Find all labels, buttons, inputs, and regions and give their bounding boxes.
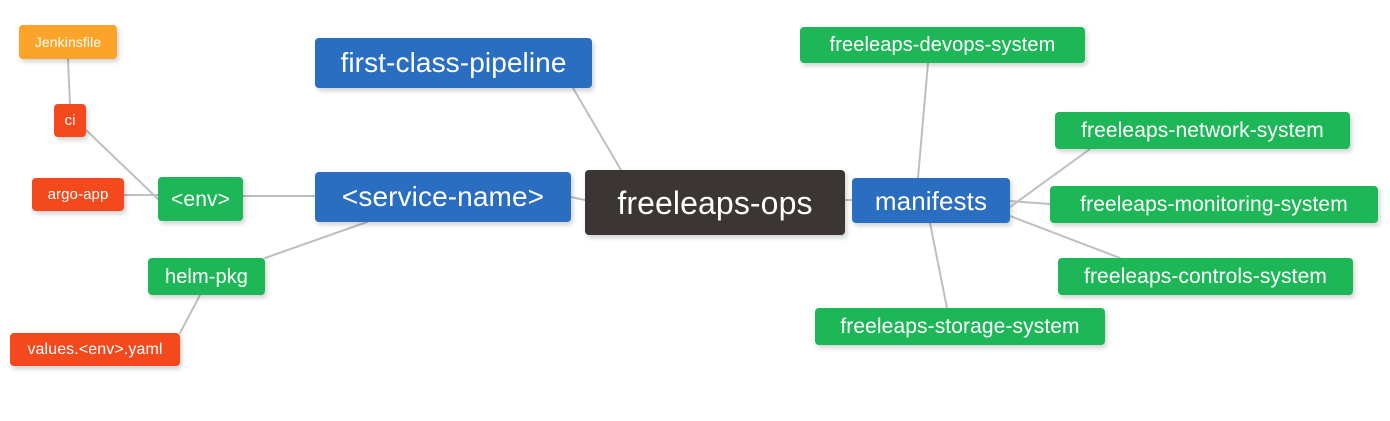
node-freeleaps-devops-system[interactable]: freeleaps-devops-system — [800, 27, 1085, 63]
node-jenkinsfile[interactable]: Jenkinsfile — [19, 25, 117, 59]
node-service-name[interactable]: <service-name> — [315, 172, 571, 222]
node-label-freeleaps-storage-system: freeleaps-storage-system — [840, 315, 1080, 338]
node-freeleaps-network-system[interactable]: freeleaps-network-system — [1055, 112, 1350, 149]
node-label-argo-app: argo-app — [47, 186, 109, 203]
node-label-helm-pkg: helm-pkg — [164, 265, 249, 288]
node-first-class-pipeline[interactable]: first-class-pipeline — [315, 38, 592, 88]
node-label-service-name: <service-name> — [341, 181, 545, 212]
node-freeleaps-controls-system[interactable]: freeleaps-controls-system — [1058, 258, 1353, 295]
node-label-freeleaps-monitoring-system: freeleaps-monitoring-system — [1080, 193, 1348, 216]
node-values-env-yaml[interactable]: values.<env>.yaml — [10, 333, 180, 366]
edge-helm-pkg-to-service-name — [264, 221, 368, 259]
edge-manifests-to-freeleaps-storage-system — [929, 222, 948, 309]
node-env[interactable]: <env> — [158, 177, 243, 221]
node-label-env: <env> — [171, 187, 230, 211]
node-label-freeleaps-ops: freeleaps-ops — [617, 184, 813, 221]
node-freeleaps-ops[interactable]: freeleaps-ops — [585, 170, 845, 235]
node-helm-pkg[interactable]: helm-pkg — [148, 258, 265, 295]
node-label-freeleaps-network-system: freeleaps-network-system — [1081, 119, 1324, 142]
node-argo-app[interactable]: argo-app — [32, 178, 124, 211]
edge-first-class-pipeline-to-freeleaps-ops — [572, 87, 622, 171]
edge-service-name-to-freeleaps-ops — [570, 196, 586, 201]
node-freeleaps-storage-system[interactable]: freeleaps-storage-system — [815, 308, 1105, 345]
node-label-ci: ci — [64, 112, 76, 129]
node-label-freeleaps-controls-system: freeleaps-controls-system — [1084, 265, 1327, 288]
node-label-jenkinsfile: Jenkinsfile — [34, 34, 102, 50]
node-label-freeleaps-devops-system: freeleaps-devops-system — [829, 34, 1056, 56]
node-label-first-class-pipeline: first-class-pipeline — [340, 47, 567, 78]
edge-manifests-to-freeleaps-monitoring-system — [1009, 200, 1051, 205]
node-manifests[interactable]: manifests — [852, 178, 1010, 223]
node-ci[interactable]: ci — [54, 104, 86, 137]
edge-manifests-to-freeleaps-devops-system — [917, 62, 929, 179]
node-freeleaps-monitoring-system[interactable]: freeleaps-monitoring-system — [1050, 186, 1378, 223]
node-label-values-env-yaml: values.<env>.yaml — [27, 340, 163, 358]
edge-jenkinsfile-to-ci — [67, 58, 71, 105]
node-label-manifests: manifests — [874, 185, 988, 216]
edge-values-env-yaml-to-helm-pkg — [179, 294, 201, 334]
